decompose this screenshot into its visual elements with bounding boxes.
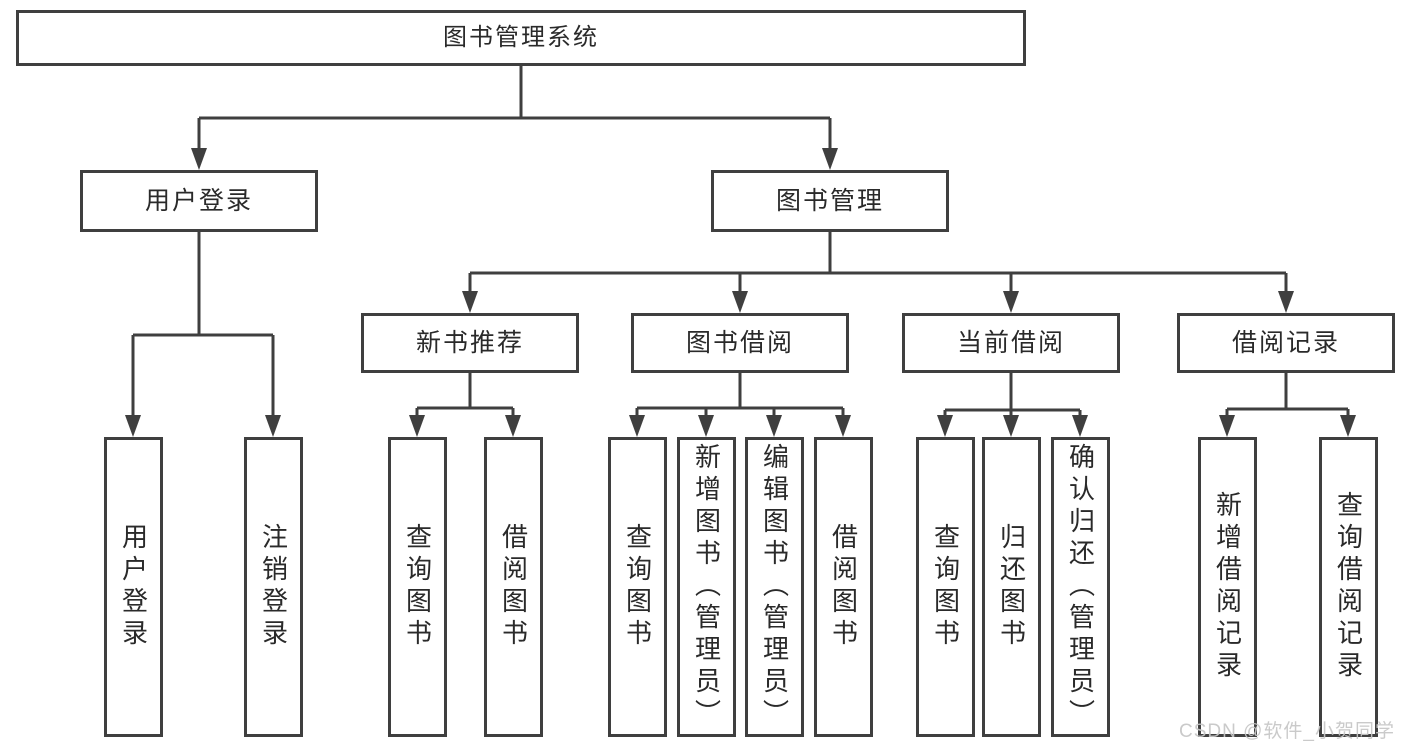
arrowhead-icon [766, 415, 782, 437]
node-label: 查询图书 [402, 523, 433, 651]
node-label: 归还图书 [996, 523, 1027, 651]
connector-new-book-recommend-children [409, 373, 521, 437]
node-label: 用户登录 [118, 523, 149, 651]
node-label: 新增图书（管理员） [691, 443, 722, 731]
node-book-management: 图书管理 [711, 170, 949, 232]
node-label: 图书借阅 [685, 328, 794, 357]
node-leaf-user-login: 用户登录 [104, 437, 163, 737]
node-leaf-logout: 注销登录 [244, 437, 303, 737]
node-bb-add-books: 新增图书（管理员） [677, 437, 736, 737]
node-cb-return-books: 归还图书 [982, 437, 1041, 737]
node-label: 查询图书 [622, 523, 653, 651]
node-bb-query-books: 查询图书 [608, 437, 667, 737]
node-book-borrow: 图书借阅 [631, 313, 849, 373]
node-label: 查询图书 [930, 523, 961, 651]
arrowhead-icon [505, 415, 521, 437]
arrowhead-icon [822, 148, 838, 170]
node-current-borrow: 当前借阅 [902, 313, 1120, 373]
connector-user-login-children [125, 232, 281, 437]
node-cb-query-books: 查询图书 [916, 437, 975, 737]
arrowhead-icon [1219, 415, 1235, 437]
node-label: 图书管理 [775, 186, 884, 215]
node-label: 当前借阅 [956, 328, 1065, 357]
arrowhead-icon [125, 415, 141, 437]
node-label: 图书管理系统 [443, 24, 599, 51]
node-bb-borrow-books: 借阅图书 [814, 437, 873, 737]
connector-borrow-records-children [1219, 373, 1356, 437]
arrowhead-icon [835, 415, 851, 437]
node-borrow-records: 借阅记录 [1177, 313, 1395, 373]
arrowhead-icon [1340, 415, 1356, 437]
node-label: 编辑图书（管理员） [759, 443, 790, 731]
arrowhead-icon [1278, 291, 1294, 313]
node-label: 确认归还（管理员） [1065, 443, 1096, 731]
node-label: 查询借阅记录 [1333, 491, 1364, 683]
node-root: 图书管理系统 [16, 10, 1026, 66]
arrowhead-icon [732, 291, 748, 313]
arrowhead-icon [462, 291, 478, 313]
arrowhead-icon [1003, 291, 1019, 313]
connector-book-borrow-children [629, 373, 851, 437]
connector-current-borrow-children [937, 373, 1088, 437]
connector-root-to-level2 [191, 66, 838, 170]
node-br-query-record: 查询借阅记录 [1319, 437, 1378, 737]
arrowhead-icon [265, 415, 281, 437]
node-nbr-borrow-books: 借阅图书 [484, 437, 543, 737]
node-label: 新书推荐 [415, 328, 524, 357]
arrowhead-icon [409, 415, 425, 437]
node-user-login: 用户登录 [80, 170, 318, 232]
node-label: 新增借阅记录 [1212, 491, 1243, 683]
node-new-book-recommend: 新书推荐 [361, 313, 579, 373]
node-cb-confirm-return: 确认归还（管理员） [1051, 437, 1110, 737]
node-label: 借阅图书 [828, 523, 859, 651]
arrowhead-icon [629, 415, 645, 437]
arrowhead-icon [1003, 415, 1019, 437]
node-br-add-record: 新增借阅记录 [1198, 437, 1257, 737]
node-nbr-query-books: 查询图书 [388, 437, 447, 737]
connector-book-management-children [462, 232, 1294, 313]
node-label: 借阅图书 [498, 523, 529, 651]
node-bb-edit-books: 编辑图书（管理员） [745, 437, 804, 737]
arrowhead-icon [191, 148, 207, 170]
node-label: 借阅记录 [1231, 328, 1340, 357]
arrowhead-icon [1072, 415, 1088, 437]
arrowhead-icon [937, 415, 953, 437]
node-label: 用户登录 [144, 186, 253, 215]
arrowhead-icon [698, 415, 714, 437]
node-label: 注销登录 [258, 523, 289, 651]
